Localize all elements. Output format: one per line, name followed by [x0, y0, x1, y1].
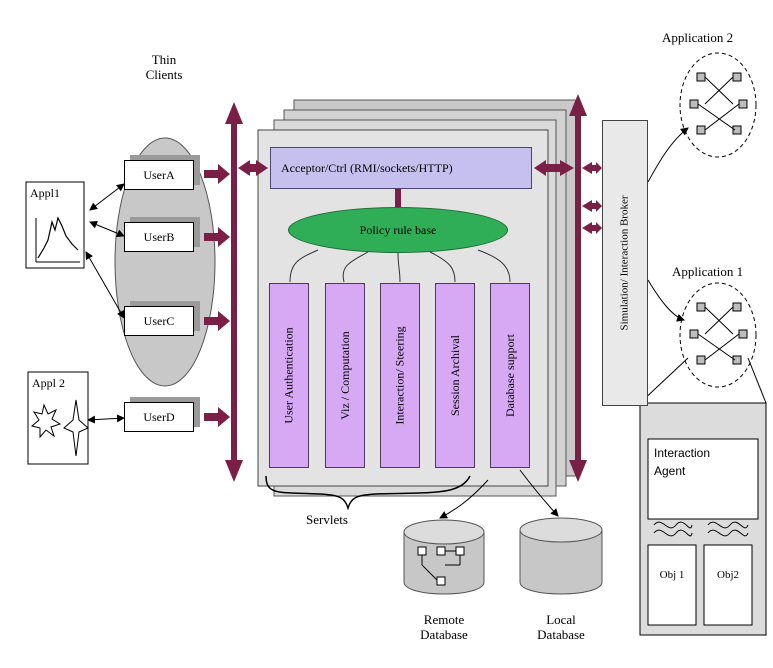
servlets-caption: Servlets [306, 512, 348, 527]
interaction-agent-panel [640, 403, 766, 635]
user-b-box: UserB [124, 222, 194, 252]
obj2-label: Obj2 [704, 568, 752, 583]
acceptor-ctrl-box: Acceptor/Ctrl (RMI/sockets/HTTP) [270, 147, 532, 189]
obj1-label: Obj 1 [648, 568, 696, 583]
servlet-interaction-steering: Interaction/ Steering [380, 283, 420, 468]
application2-label: Application 2 [662, 30, 733, 45]
usera-connector [204, 164, 230, 184]
thin-clients-title: Thin Clients [134, 52, 194, 82]
application1-label: Application 1 [672, 264, 743, 279]
servlet-session-archival: Session Archival [435, 283, 475, 468]
appl2-label: Appl 2 [32, 376, 65, 391]
acceptor-policy-link [395, 189, 401, 207]
bus-broker-arrows [582, 162, 602, 234]
user-d-box: UserD [124, 402, 194, 432]
userd-connector [204, 407, 230, 427]
local-database-label: Local Database [521, 612, 601, 642]
simulation-interaction-broker: Simulation/ Interaction Broker [602, 120, 648, 406]
application1-graph [640, 283, 766, 403]
servlet-user-authentication: User Authentication [269, 283, 309, 468]
user-c-box: UserC [124, 306, 194, 336]
application2-graph [680, 53, 756, 157]
servlet-viz-computation: Viz / Computation [325, 283, 365, 468]
local-db-cylinder [520, 518, 602, 594]
policy-rule-base: Policy rule base [288, 207, 508, 253]
remote-db-cylinder [404, 520, 484, 594]
remote-database-label: Remote Database [404, 612, 484, 642]
appl1-label: Appl1 [30, 186, 60, 201]
broker-app-arrows [648, 128, 688, 320]
user-a-box: UserA [124, 160, 194, 190]
left-bus-arrow [225, 102, 243, 482]
servlet-database-support: Database support [490, 283, 530, 468]
interaction-agent-label: Interaction Agent [654, 444, 710, 480]
